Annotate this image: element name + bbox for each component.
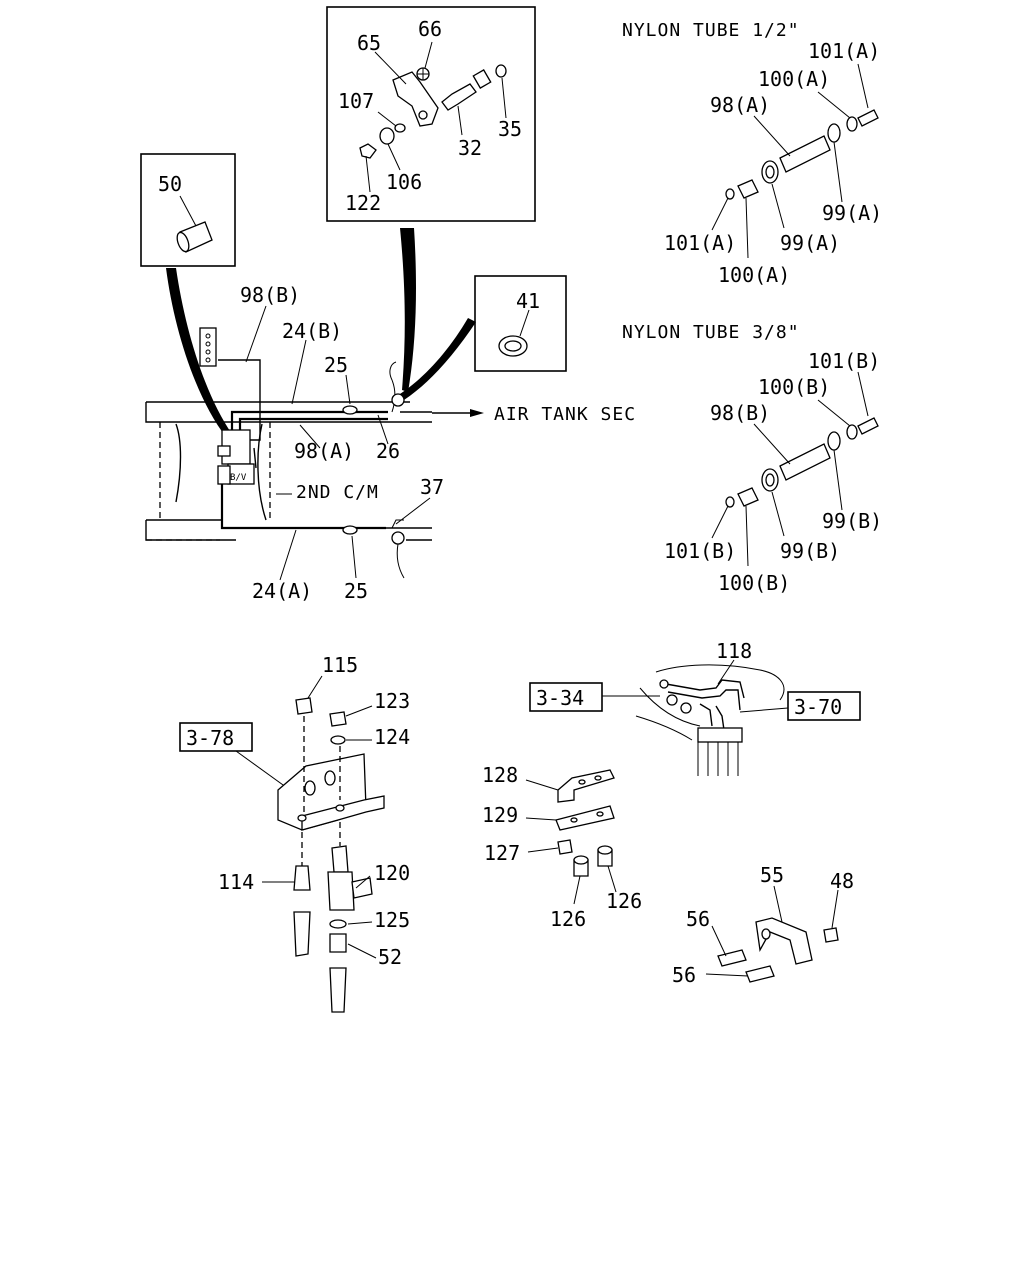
callout-56-top: 56 xyxy=(686,907,710,931)
engine-piping-118: 3-34 3-70 118 xyxy=(529,639,861,776)
ref-3-70: 3-70 xyxy=(794,695,842,719)
callout-127: 127 xyxy=(484,841,520,865)
callout-114: 114 xyxy=(218,870,254,894)
callout-35: 35 xyxy=(498,117,522,141)
callout-65: 65 xyxy=(357,31,381,55)
plate-assembly: 128 129 127 126 126 xyxy=(482,763,642,931)
callout-100a-bot: 100(A) xyxy=(718,263,790,287)
callout-128: 128 xyxy=(482,763,518,787)
sweep-indicator-top xyxy=(400,228,416,392)
callout-101b-top: 101(B) xyxy=(808,349,880,373)
valve-mark: B/V xyxy=(230,473,247,483)
callout-41: 41 xyxy=(516,289,540,313)
callout-101a-bot: 101(A) xyxy=(664,231,736,255)
callout-101a-top: 101(A) xyxy=(808,39,880,63)
sweep-indicator-41 xyxy=(400,318,476,400)
callout-123: 123 xyxy=(374,689,410,713)
callout-100a-top: 100(A) xyxy=(758,67,830,91)
bracket-55-assembly: 55 48 56 56 xyxy=(672,863,854,987)
callout-98a-main: 98(A) xyxy=(294,439,354,463)
callout-26: 26 xyxy=(376,439,400,463)
callout-32: 32 xyxy=(458,136,482,160)
callout-66: 66 xyxy=(418,17,442,41)
callout-50: 50 xyxy=(158,172,182,196)
second-cm-label: 2ND C/M xyxy=(296,482,379,503)
callout-126-left: 126 xyxy=(550,907,586,931)
callout-125: 125 xyxy=(374,908,410,932)
callout-56-bot: 56 xyxy=(672,963,696,987)
main-piping: AIR TANK SEC B/V 98(B) 24(B) xyxy=(145,283,636,603)
tube-assembly-half-inch: NYLON TUBE 1/2" 101(A) 100(A) 98(A) 99(A… xyxy=(622,20,882,287)
callout-129: 129 xyxy=(482,803,518,827)
ref-box-3-34 xyxy=(529,682,603,712)
callout-101b-bot: 101(B) xyxy=(664,539,736,563)
callout-120: 120 xyxy=(374,861,410,885)
callout-99a-bot: 99(A) xyxy=(780,231,840,255)
detail-box-top: 65 66 107 32 35 106 122 xyxy=(326,6,536,222)
air-tank-sec-label: AIR TANK SEC xyxy=(494,404,636,425)
tube-assembly-three-eighths: NYLON TUBE 3/8" 101(B) 100(B) 98(B) 99(B… xyxy=(622,322,882,595)
detail-box-50: 50 xyxy=(140,153,236,267)
callout-37: 37 xyxy=(420,475,444,499)
callout-122: 122 xyxy=(345,191,381,215)
bracket-assembly: 3-78 115 xyxy=(179,653,410,1013)
sweep-indicator-50 xyxy=(166,268,232,437)
callout-106: 106 xyxy=(386,170,422,194)
ref-3-34: 3-34 xyxy=(536,686,584,710)
callout-118: 118 xyxy=(716,639,752,663)
callout-24b: 24(B) xyxy=(282,319,342,343)
callout-107: 107 xyxy=(338,89,374,113)
callout-99b-bot: 99(B) xyxy=(780,539,840,563)
callout-55: 55 xyxy=(760,863,784,887)
callout-52: 52 xyxy=(378,945,402,969)
nylon-tube-half-header: NYLON TUBE 1/2" xyxy=(622,20,800,41)
callout-98a: 98(A) xyxy=(710,93,770,117)
ref-3-78: 3-78 xyxy=(186,726,234,750)
nylon-tube-3-8-header: NYLON TUBE 3/8" xyxy=(622,322,800,343)
callout-98b-main: 98(B) xyxy=(240,283,300,307)
ref-box-3-70 xyxy=(787,691,861,721)
callout-99b-right: 99(B) xyxy=(822,509,882,533)
callout-100b-top: 100(B) xyxy=(758,375,830,399)
ref-box-3-78 xyxy=(179,722,253,752)
callout-115: 115 xyxy=(322,653,358,677)
callout-98b: 98(B) xyxy=(710,401,770,425)
detail-box-41: 41 xyxy=(474,275,567,372)
callout-100b-bot: 100(B) xyxy=(718,571,790,595)
callout-126-right: 126 xyxy=(606,889,642,913)
callout-48: 48 xyxy=(830,869,854,893)
callout-25-bot: 25 xyxy=(344,579,368,603)
callout-99a-right: 99(A) xyxy=(822,201,882,225)
callout-24a: 24(A) xyxy=(252,579,312,603)
callout-25-top: 25 xyxy=(324,353,348,377)
callout-124: 124 xyxy=(374,725,410,749)
